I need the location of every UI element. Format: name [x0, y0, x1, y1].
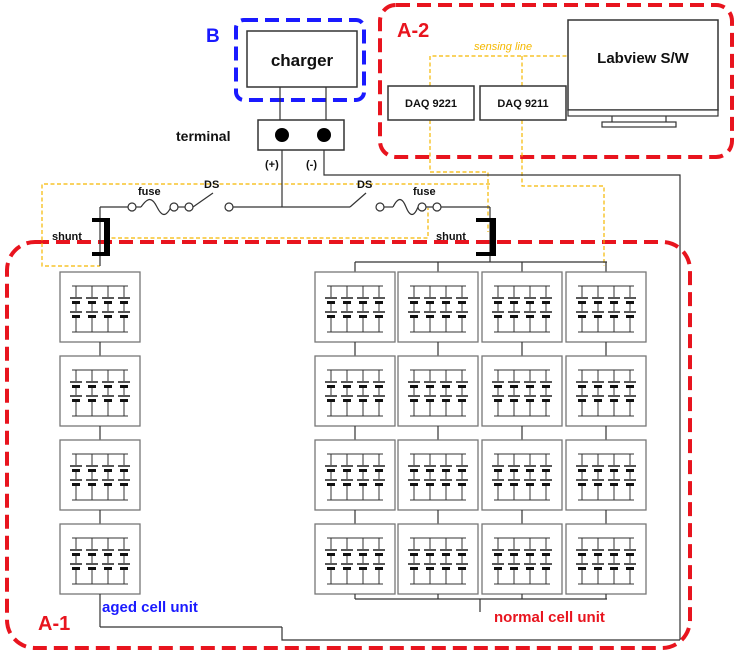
daq-9211-box: [479, 85, 567, 121]
group-a1-label: A-1: [38, 613, 70, 635]
fuse-left-symbol: [127, 198, 194, 216]
normal-cell-module: [314, 523, 396, 595]
fuse-right-symbol: [392, 198, 442, 216]
daq-9221-label: DAQ 9221: [405, 98, 457, 110]
normal-cell-module: [397, 439, 479, 511]
normal-cell-module: [481, 523, 563, 595]
labview-label: Labview S/W: [597, 50, 690, 67]
terminal-negative-dot: [317, 128, 331, 142]
terminal-positive-dot: [275, 128, 289, 142]
shunt-left-label: shunt: [52, 231, 82, 243]
normal-cell-unit-label: normal cell unit: [494, 609, 605, 626]
normal-cell-module: [481, 439, 563, 511]
aged-cell-unit-label: aged cell unit: [102, 599, 198, 616]
group-a2-border: [378, 3, 734, 159]
charger-box: [246, 30, 358, 88]
aged-cell-module: [59, 439, 141, 511]
charger-label: charger: [271, 51, 334, 70]
normal-cell-module: [481, 355, 563, 427]
normal-cell-module: [314, 439, 396, 511]
group-a2-label: A-2: [397, 20, 429, 42]
normal-cell-unit: [314, 262, 647, 599]
normal-cell-module: [481, 271, 563, 343]
daq-9221-box: [387, 85, 475, 121]
monitor-icon: [567, 19, 719, 128]
normal-cell-module: [565, 355, 647, 427]
daq-9211-label: DAQ 9211: [497, 98, 548, 110]
aged-cell-module: [59, 355, 141, 427]
group-b-border: [234, 18, 366, 102]
normal-cell-module: [314, 355, 396, 427]
aged-cell-unit: [59, 271, 141, 622]
normal-cell-module: [314, 271, 396, 343]
ds-left-label: DS: [204, 179, 219, 191]
switch-right-symbol: [349, 192, 385, 212]
terminal-negative-label: (-): [306, 159, 317, 171]
terminal-box: [257, 119, 345, 151]
shunt-right-label: shunt: [436, 231, 466, 243]
normal-cell-module: [565, 439, 647, 511]
group-b-label: B: [206, 26, 220, 47]
aged-cell-module: [59, 523, 141, 595]
group-a1-border: [5, 240, 692, 650]
terminal-label: terminal: [176, 128, 230, 144]
normal-cell-module: [397, 523, 479, 595]
shunt-left-symbol: [92, 218, 110, 256]
aged-cell-module: [59, 271, 141, 343]
fuse-right-label: fuse: [413, 186, 436, 198]
switch-left-symbol: [192, 192, 234, 212]
normal-cell-module: [397, 355, 479, 427]
shunt-right-symbol: [476, 218, 496, 256]
wiring: [99, 84, 681, 641]
normal-cell-module: [565, 271, 647, 343]
ds-right-label: DS: [357, 179, 372, 191]
normal-cell-module: [565, 523, 647, 595]
normal-cell-module: [397, 271, 479, 343]
fuse-left-label: fuse: [138, 186, 161, 198]
sensing-line-label: sensing line: [474, 41, 532, 53]
sensing-lines: [41, 55, 605, 267]
terminal-positive-label: (+): [265, 159, 279, 171]
